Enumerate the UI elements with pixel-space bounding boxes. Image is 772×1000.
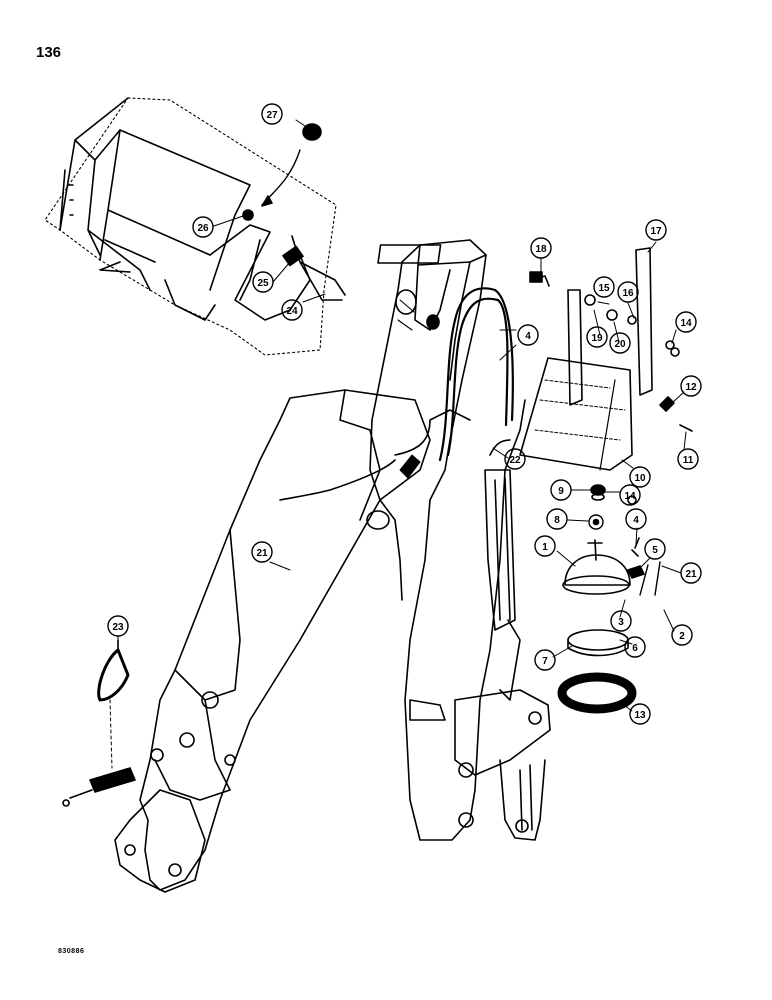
callout-17: 17 (645, 219, 667, 241)
callout-label: 17 (650, 226, 662, 237)
callout-label: 24 (286, 306, 298, 317)
callout-label: 6 (632, 643, 638, 654)
callout-20: 20 (609, 332, 631, 354)
callout-4-boom: 4 (517, 324, 539, 346)
callout-label: 21 (256, 548, 268, 559)
figure-code: 830886 (58, 948, 85, 955)
stick-arm (114, 389, 431, 893)
callout-12: 11 (677, 448, 699, 470)
callout-18: 18 (530, 237, 552, 259)
callout-label: 19 (591, 333, 603, 344)
callout-label: 15 (598, 283, 610, 294)
callout-label: 22 (509, 455, 521, 466)
callout-3: 3 (610, 610, 632, 632)
callout-label: 2 (679, 631, 685, 642)
callout-22: 22 (504, 448, 526, 470)
callout-14-panel: 14 (675, 311, 697, 333)
callout-25: 25 (252, 271, 274, 293)
callout-label: 21 (685, 569, 697, 580)
callout-14-valve: 14 (619, 484, 641, 506)
callout-label: 5 (652, 545, 658, 556)
callout-label: 8 (554, 515, 560, 526)
callout-label: 16 (622, 288, 634, 299)
callout-label: 7 (542, 656, 548, 667)
callout-label: 18 (535, 244, 547, 255)
callout-15: 16 (617, 281, 639, 303)
callout-7: 7 (534, 649, 556, 671)
control-valve-parts (557, 484, 661, 714)
callout-5: 5 (644, 538, 666, 560)
callout-label: 25 (257, 278, 269, 289)
callout-label: 3 (618, 617, 624, 628)
callout-label: 4 (633, 515, 639, 526)
callout-label: 12 (685, 382, 697, 393)
callout-label: 14 (624, 491, 636, 502)
callout-11: 10 (629, 466, 651, 488)
callout-label: 4 (525, 331, 531, 342)
callout-10: 9 (550, 479, 572, 501)
page-number: 136 (36, 44, 62, 61)
cab-console-inset (44, 97, 337, 356)
callout-label: 9 (558, 486, 564, 497)
callout-label: 14 (680, 318, 692, 329)
callout-21-arm: 21 (251, 541, 273, 563)
callout-label: 10 (634, 473, 646, 484)
dipper-linkage (454, 469, 551, 841)
callout-label: 27 (266, 110, 278, 121)
callout-26: 26 (192, 216, 214, 238)
callout-2: 2 (671, 624, 693, 646)
leader-lines (117, 119, 687, 712)
pin-clip (62, 639, 136, 807)
callout-16: 15 (593, 276, 615, 298)
callout-label: 23 (112, 622, 124, 633)
callout-8: 13 (629, 703, 651, 725)
callout-27: 27 (261, 103, 283, 125)
hydraulic-hoses (279, 287, 514, 501)
callout-4-valve: 4 (625, 508, 647, 530)
panel-bracket-assembly (519, 247, 693, 471)
callout-label: 20 (614, 339, 626, 350)
callout-19: 19 (586, 326, 608, 348)
wiring-harness (242, 123, 346, 301)
callout-label: 11 (683, 455, 694, 466)
callout-9: 8 (546, 508, 568, 530)
callout-1: 1 (534, 535, 556, 557)
callout-label: 13 (634, 710, 646, 721)
callout-21-valve: 21 (680, 562, 702, 584)
callout-6: 6 (624, 636, 646, 658)
callout-23: 23 (107, 615, 129, 637)
callout-24: 24 (281, 299, 303, 321)
callout-13: 12 (680, 375, 702, 397)
callout-label: 26 (197, 223, 209, 234)
callout-label: 1 (542, 542, 548, 553)
